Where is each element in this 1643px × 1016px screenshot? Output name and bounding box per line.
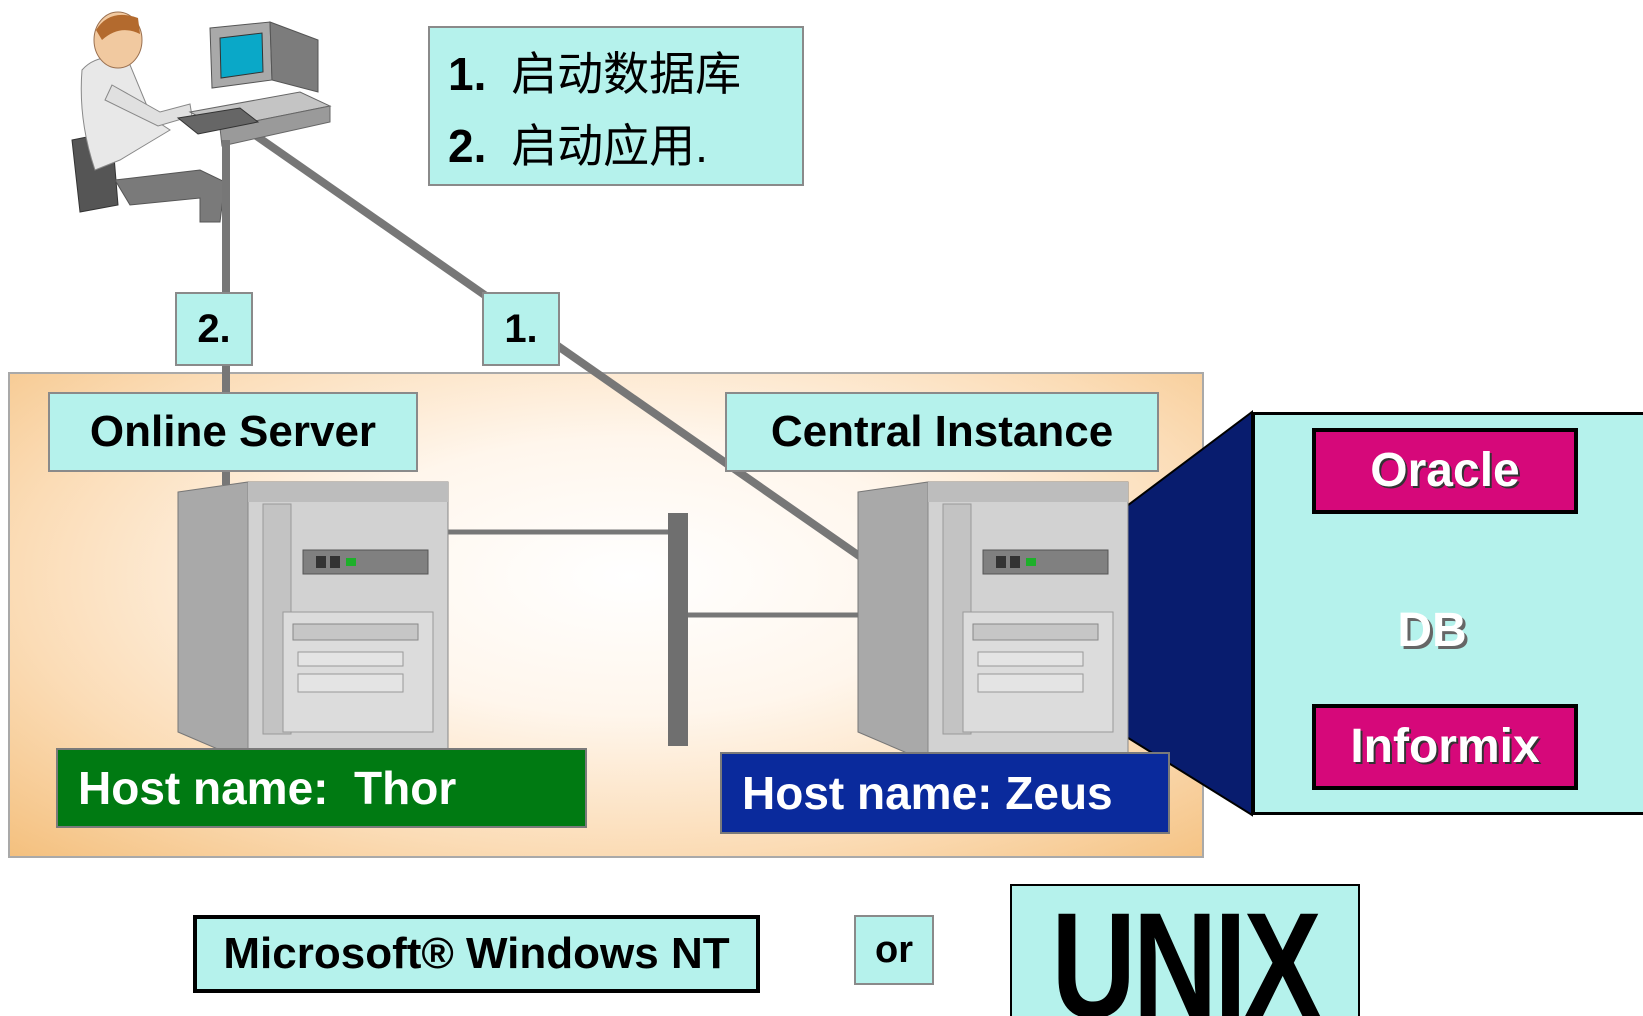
step-2-text: 启动应用. <box>511 120 708 172</box>
steps-box: 1. 启动数据库 2. 启动应用. <box>428 26 804 186</box>
host-thor-label: Host name: Thor <box>56 748 587 828</box>
informix-label: Informix <box>1312 704 1578 790</box>
step-1-number: 1. <box>448 48 487 100</box>
step-2-number: 2. <box>448 120 487 172</box>
unix-label: UNIX <box>1051 884 1321 1016</box>
windows-nt-label: Microsoft® Windows NT <box>193 915 760 993</box>
lan-backbone <box>668 513 688 746</box>
central-instance-label: Central Instance <box>725 392 1159 472</box>
server-zeus-icon <box>857 481 1129 763</box>
connection-line-right <box>252 131 868 564</box>
online-server-label: Online Server <box>48 392 418 472</box>
server-thor-icon <box>177 481 449 763</box>
connection-tag-1: 1. <box>482 292 560 366</box>
user-workstation-icon <box>71 11 332 223</box>
host-zeus-label: Host name: Zeus <box>720 752 1170 834</box>
step-1-text: 启动数据库 <box>511 48 742 100</box>
or-label: or <box>854 915 934 985</box>
unix-box: UNIX <box>1010 884 1360 1016</box>
db-label: DB <box>1397 604 1467 657</box>
step-2-line: 2. 启动应用. <box>448 110 784 182</box>
connection-tag-2: 2. <box>175 292 253 366</box>
oracle-label: Oracle <box>1312 428 1578 514</box>
step-1-line: 1. 启动数据库 <box>448 38 784 110</box>
